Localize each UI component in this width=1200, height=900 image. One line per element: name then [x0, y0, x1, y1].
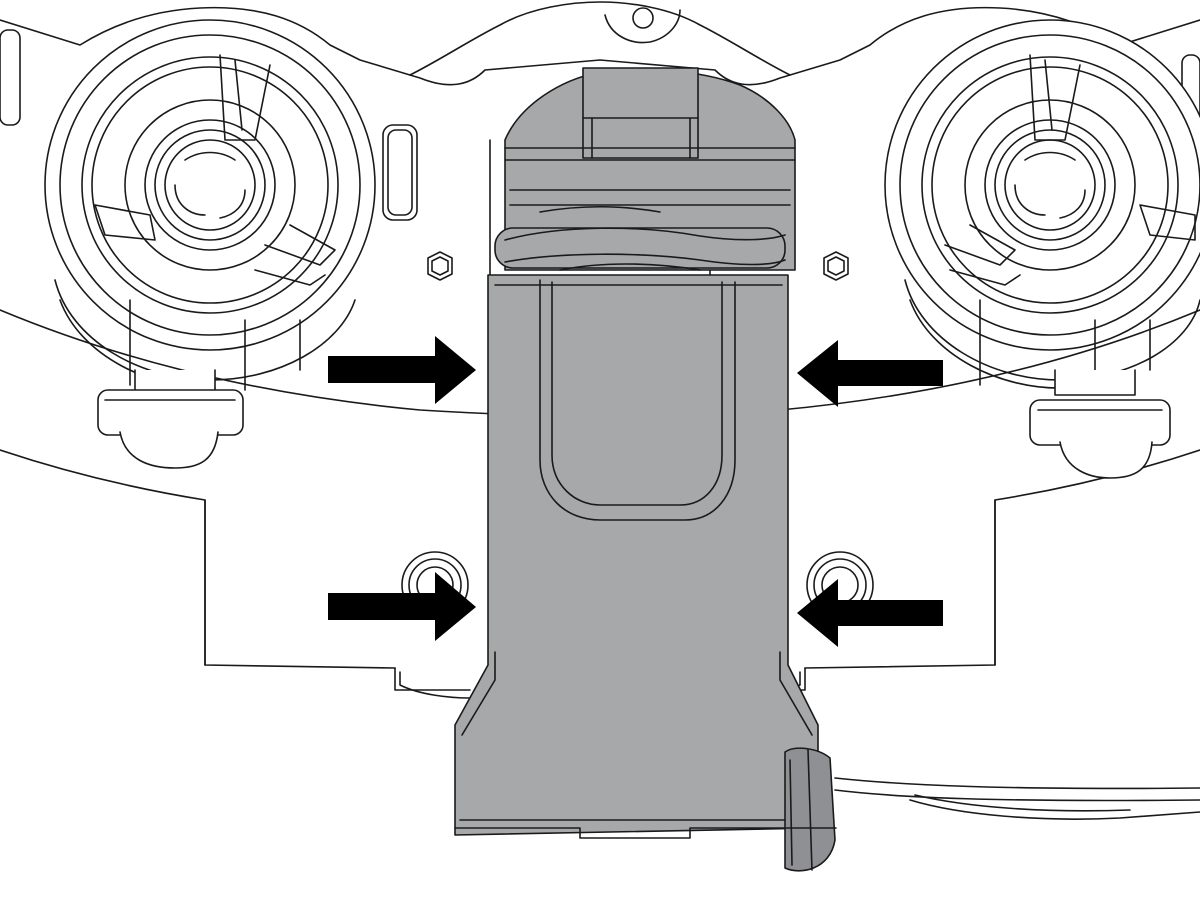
hex-bolt-left — [427, 251, 453, 281]
latch-tab — [784, 747, 837, 872]
lower-left-arrow — [328, 572, 476, 641]
left-knob — [97, 389, 244, 436]
upper-right-arrow — [797, 340, 943, 407]
arrows — [328, 336, 943, 647]
hex-bolt-right — [823, 251, 849, 281]
lower-right-arrow — [797, 579, 943, 647]
upper-housing — [494, 67, 796, 271]
center-gray-clip — [454, 274, 819, 839]
right-spool-hub — [884, 19, 1200, 479]
left-spool-hub — [44, 19, 376, 469]
upper-left-arrow — [328, 336, 476, 404]
right-knob — [1029, 399, 1171, 446]
